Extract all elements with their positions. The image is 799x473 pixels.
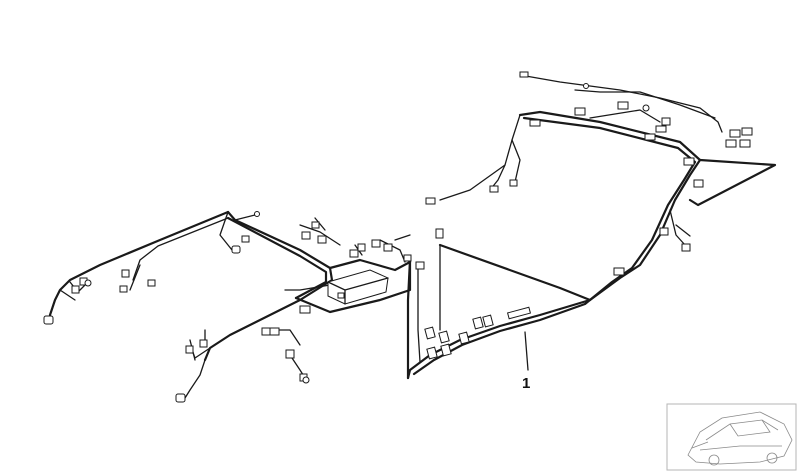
main-harness-trunk <box>406 74 777 380</box>
callout-label: 1 <box>522 375 530 392</box>
connectors <box>43 71 753 403</box>
control-unit <box>327 269 389 305</box>
vehicle-thumbnail <box>666 403 797 471</box>
front-harness <box>48 210 412 399</box>
callout-1: 1 <box>522 375 530 392</box>
